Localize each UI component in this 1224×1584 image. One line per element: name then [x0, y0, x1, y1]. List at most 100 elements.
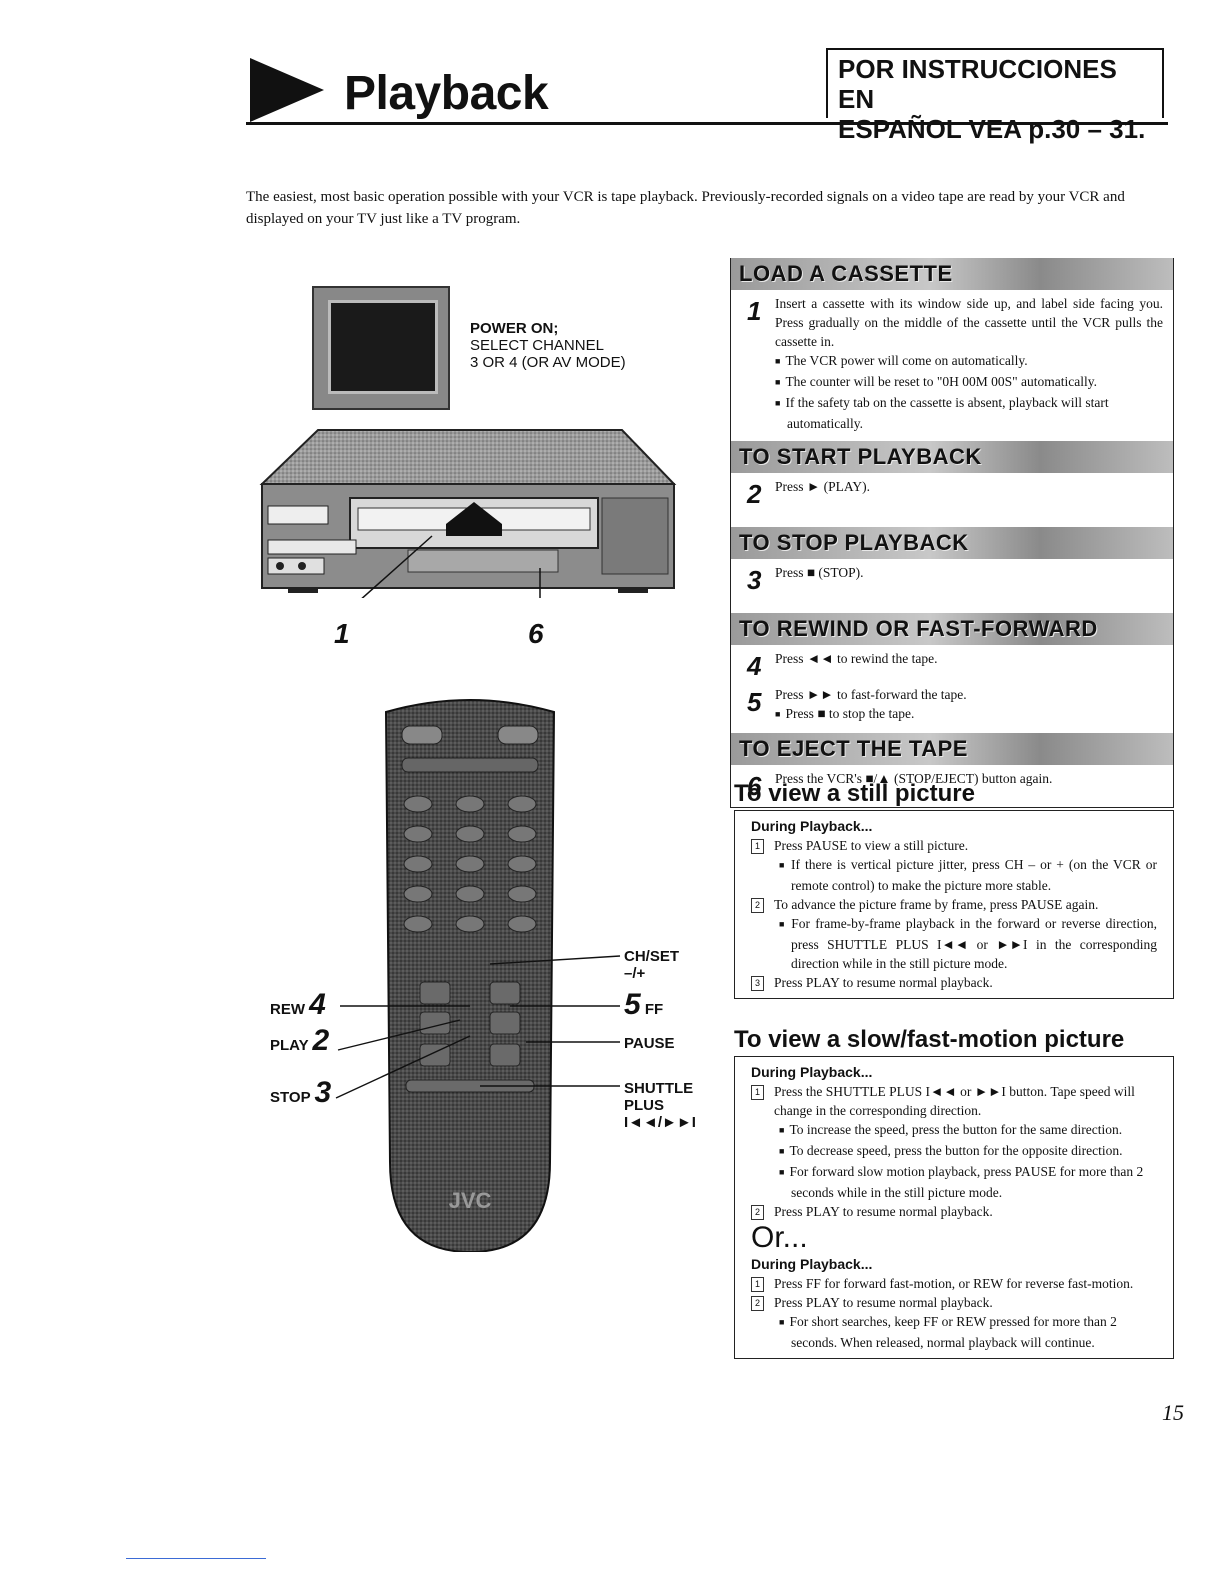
- still-during: During Playback...: [751, 818, 873, 834]
- page-number: 15: [1162, 1400, 1184, 1425]
- slow-bullet: For forward slow motion playback, press …: [775, 1162, 1157, 1202]
- ff-text: FF: [644, 1001, 664, 1018]
- power-label-line1: POWER ON;: [470, 320, 559, 337]
- step-number: 4: [747, 651, 762, 681]
- slow-item-2-text: Press PLAY to resume normal playback.: [774, 1295, 993, 1310]
- step-heading: LOAD A CASSETTE: [731, 258, 1173, 290]
- vcr-illustration: [259, 429, 677, 598]
- step-item: 4 Press ◄◄ to rewind the tape.: [747, 649, 1163, 679]
- chset-sub-text: –/+: [624, 965, 646, 982]
- slow-during-2: During Playback...: [751, 1256, 873, 1272]
- vcr-callout-6: 6: [528, 618, 544, 649]
- step-section-eject: TO EJECT THE TAPE 6 Press the VCR's ■/▲ …: [730, 733, 1174, 808]
- step-text: Press ■ (STOP).: [775, 565, 864, 580]
- step-bullet: The VCR power will come on automatically…: [775, 351, 1163, 372]
- slow-bullet: To increase the speed, press the button …: [775, 1120, 1157, 1141]
- still-item-number: 1: [751, 839, 764, 854]
- still-item-number: 3: [751, 976, 764, 991]
- ff-callout-number: 5: [624, 988, 641, 1021]
- slow-sub-2: For short searches, keep FF or REW press…: [751, 1312, 1157, 1352]
- intro-paragraph: The easiest, most basic operation possib…: [246, 189, 1125, 227]
- step-heading: TO STOP PLAYBACK: [731, 527, 1173, 559]
- chset-label: CH/SET –/+: [624, 948, 679, 982]
- still-box: During Playback... 1 Press PAUSE to view…: [734, 811, 1174, 999]
- still-sub: For frame-by-frame playback in the forwa…: [751, 914, 1157, 973]
- still-sub: If there is vertical picture jitter, pre…: [751, 855, 1157, 895]
- slow-during: During Playback...: [751, 1064, 873, 1080]
- step-item: 5 Press ►► to fast-forward the tape. Pre…: [747, 685, 1163, 725]
- step-section-rewind-ff: TO REWIND OR FAST-FORWARD 4 Press ◄◄ to …: [730, 613, 1174, 733]
- remote-control-illustration: JVC: [384, 699, 556, 1252]
- bottom-link-line: [126, 1558, 266, 1559]
- shuttle-plus-label: SHUTTLE PLUS I◄◄/►►I: [624, 1080, 696, 1131]
- spanish-note-box: POR INSTRUCCIONES EN ESPAÑOL VEA p.30 – …: [826, 48, 1164, 144]
- step-section-start: TO START PLAYBACK 2 Press ► (PLAY).: [730, 441, 1174, 527]
- still-item: 2 To advance the picture frame by frame,…: [751, 895, 1157, 914]
- rew-label: REW 4: [270, 990, 326, 1020]
- step-heading: TO EJECT THE TAPE: [731, 733, 1173, 765]
- chset-text: CH/SET: [624, 948, 680, 965]
- power-label-line3: 3 OR 4 (OR AV MODE): [470, 354, 626, 371]
- step-body: 6 Press the VCR's ■/▲ (STOP/EJECT) butto…: [731, 765, 1173, 807]
- play-label: PLAY 2: [270, 1026, 329, 1056]
- step-text: Press the VCR's ■/▲ (STOP/EJECT) button …: [775, 771, 1053, 786]
- play-arrow-icon: [250, 58, 324, 122]
- slow-item-2-number: 2: [751, 1296, 764, 1311]
- step-section-stop: TO STOP PLAYBACK 3 Press ■ (STOP).: [730, 527, 1174, 613]
- step-bullet: If the safety tab on the cassette is abs…: [775, 393, 1163, 433]
- step-number: 2: [747, 479, 762, 509]
- power-on-label: POWER ON; SELECT CHANNEL 3 OR 4 (OR AV M…: [470, 320, 626, 371]
- step-text: Insert a cassette with its window side u…: [775, 296, 1163, 349]
- slow-item-number: 1: [751, 1085, 764, 1100]
- tv-illustration: [312, 286, 450, 410]
- step-number: 3: [747, 565, 762, 595]
- slow-item-number: 2: [751, 1205, 764, 1220]
- play-callout-number: 2: [312, 1024, 330, 1057]
- step-body: 3 Press ■ (STOP).: [731, 559, 1173, 613]
- slow-item-2-number: 1: [751, 1277, 764, 1292]
- still-item-text: Press PAUSE to view a still picture.: [774, 838, 969, 853]
- slow-sub: To increase the speed, press the button …: [751, 1120, 1157, 1202]
- step-bullet: The counter will be reset to "0H 00M 00S…: [775, 372, 1163, 393]
- plus-text: PLUS: [624, 1097, 665, 1114]
- step-item: 3 Press ■ (STOP).: [747, 563, 1163, 593]
- shuttle-text: SHUTTLE: [624, 1080, 694, 1097]
- or-heading: Or...: [751, 1221, 808, 1254]
- step-text-block: Press ►► to fast-forward the tape. Press…: [775, 685, 1163, 725]
- still-bullet: If there is vertical picture jitter, pre…: [775, 855, 1157, 895]
- step-item: 1 Insert a cassette with its window side…: [747, 294, 1163, 433]
- step-item: 2 Press ► (PLAY).: [747, 477, 1163, 507]
- step-bullet: Press ■ to stop the tape.: [775, 704, 1163, 725]
- step-body: 4 Press ◄◄ to rewind the tape. 5 Press ►…: [731, 645, 1173, 733]
- slow-item-text: Press the SHUTTLE PLUS I◄◄ or ►►I button…: [774, 1084, 1135, 1118]
- rew-text: REW: [270, 1001, 305, 1018]
- spanish-note-line2: ESPAÑOL VEA p.30 – 31.: [838, 114, 1146, 144]
- slow-bullet: To decrease speed, press the button for …: [775, 1141, 1157, 1162]
- step-number: 1: [747, 296, 762, 326]
- step-number: 5: [747, 687, 762, 717]
- step-text-block: Insert a cassette with its window side u…: [775, 294, 1163, 433]
- remote-leader-lines: [335, 955, 621, 1099]
- power-label-line2: SELECT CHANNEL: [470, 337, 604, 354]
- still-picture-section: To view a still picture During Playback.…: [734, 780, 1174, 999]
- page-title: Playback: [344, 67, 549, 120]
- slow-item-2: 1 Press FF for forward fast-motion, or R…: [751, 1274, 1157, 1293]
- still-item-number: 2: [751, 898, 764, 913]
- tv-screen: [328, 300, 438, 394]
- step-heading: TO START PLAYBACK: [731, 441, 1173, 473]
- shuttle-symbol-text: I◄◄/►►I: [624, 1114, 696, 1131]
- step-body: 1 Insert a cassette with its window side…: [731, 290, 1173, 441]
- slow-bullet-2: For short searches, keep FF or REW press…: [775, 1312, 1157, 1352]
- slow-fast-section: To view a slow/fast-motion picture Durin…: [734, 1026, 1174, 1359]
- rew-callout-number: 4: [309, 988, 326, 1021]
- step-text: Press ◄◄ to rewind the tape.: [775, 651, 938, 666]
- step-text: Press ► (PLAY).: [775, 479, 870, 494]
- step-body: 2 Press ► (PLAY).: [731, 473, 1173, 527]
- playback-steps: LOAD A CASSETTE 1 Insert a cassette with…: [730, 258, 1174, 808]
- play-text: PLAY: [270, 1037, 309, 1054]
- slow-item-2-text: Press FF for forward fast-motion, or REW…: [774, 1276, 1134, 1291]
- header-rule: [246, 122, 1168, 125]
- stop-callout-number: 3: [314, 1076, 332, 1109]
- slow-box: During Playback... 1 Press the SHUTTLE P…: [734, 1057, 1174, 1359]
